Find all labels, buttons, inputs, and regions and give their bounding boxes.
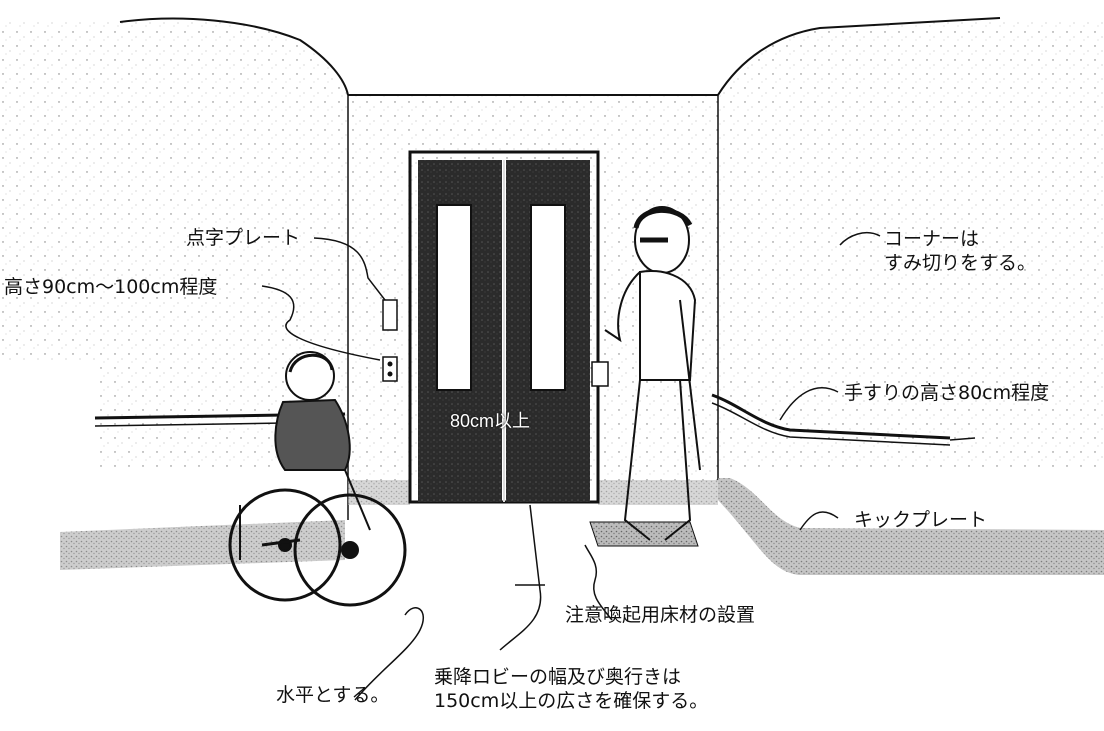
braille-plate-label: 点字プレート [186, 227, 301, 249]
button-height-label: 高さ90cm～100cm程度 [4, 276, 218, 298]
standing-person [604, 206, 701, 541]
call-button-panel [382, 299, 609, 387]
level-label: 水平とする。 [276, 684, 390, 706]
kick-plate-label: キックプレート [854, 509, 988, 531]
corner-label-line2: すみ切りをする。 [884, 252, 1037, 274]
wheelchair-user [228, 351, 407, 607]
right-wall [717, 17, 1104, 470]
callout-lines [261, 232, 881, 701]
tactile-floor-label: 注意喚起用床材の設置 [565, 604, 756, 626]
elevator-door [408, 150, 600, 504]
left-wall [0, 17, 349, 470]
lobby-label-line2: 150cm以上の広さを確保する。 [434, 690, 709, 712]
lobby-label-line1: 乗降ロビーの幅及び奥行きは [434, 666, 682, 688]
door-width-label: 80cm以上 [450, 411, 531, 431]
handrail-right [711, 393, 976, 446]
handrail-label: 手すりの高さ80cm程度 [844, 382, 1050, 404]
corner-label-line1: コーナーは [884, 228, 980, 250]
